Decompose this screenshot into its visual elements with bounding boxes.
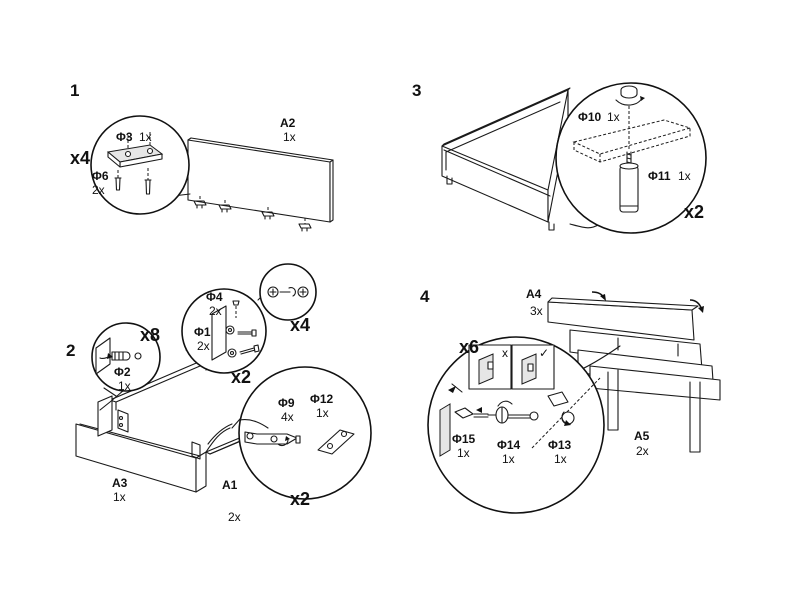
fitting-3-code: Φ3	[116, 130, 133, 144]
fitting-11-qty: 1x	[678, 169, 691, 183]
step-1-detail-callout	[90, 115, 191, 215]
fitting-12-code: Φ12	[310, 392, 334, 406]
fitting-4-code: Φ4	[206, 290, 223, 304]
fitting-14-code: Φ14	[497, 438, 521, 452]
step-2: 2	[66, 263, 372, 524]
step-2-screw-multiplier: x4	[290, 315, 310, 335]
step-4-detail-callout: x ✓	[427, 336, 605, 514]
fitting-11-code: Φ11	[648, 169, 671, 183]
step-2-camlock-callout	[238, 366, 372, 500]
fitting-3-qty: 1x	[139, 130, 152, 144]
fitting-13-qty: 1x	[554, 452, 567, 466]
step-4-number: 4	[420, 287, 430, 306]
step-2-camlock-multiplier: x2	[290, 489, 310, 509]
fitting-1-qty: 2x	[197, 339, 210, 353]
slat-assembly	[547, 291, 721, 453]
fitting-15-code: Φ15	[452, 432, 476, 446]
step-3: 3	[412, 81, 707, 234]
step-4-detail-multiplier: x6	[459, 337, 479, 357]
part-a1-qty: 2x	[228, 510, 241, 524]
fitting-2-qty: 1x	[118, 379, 131, 393]
part-a2-qty: 1x	[283, 130, 296, 144]
step-4: 4 A4 3x A5 2x	[420, 287, 721, 514]
step-3-number: 3	[412, 81, 421, 100]
step-3-multiplier: x2	[684, 202, 704, 222]
part-a5-qty: 2x	[636, 444, 649, 458]
step-1-number: 1	[70, 81, 79, 100]
orientation-check-boxes	[468, 344, 555, 390]
step-2-bolt-callout	[181, 288, 267, 374]
step-2-dowel-callout	[91, 322, 161, 392]
step-2-screw-inset	[259, 263, 317, 321]
wrong-orientation-mark: x	[502, 346, 508, 360]
part-a4-code: A4	[526, 287, 542, 301]
step-2-number: 2	[66, 341, 75, 360]
fitting-2-code: Φ2	[114, 365, 131, 379]
fitting-10-code: Φ10	[578, 110, 602, 124]
step-3-detail-callout	[555, 82, 707, 234]
step-1: 1 A2 1x	[70, 81, 334, 232]
fitting-9-qty: 4x	[281, 410, 294, 424]
part-a2-code: A2	[280, 116, 296, 130]
part-a4-qty: 3x	[530, 304, 543, 318]
fitting-4-qty: 2x	[209, 304, 222, 318]
part-a3-qty: 1x	[113, 490, 126, 504]
fitting-13-code: Φ13	[548, 438, 572, 452]
fitting-6-qty: 2x	[92, 183, 105, 197]
right-orientation-mark: ✓	[539, 346, 549, 360]
part-a3-code: A3	[112, 476, 128, 490]
step-2-bolt-multiplier: x2	[231, 367, 251, 387]
fitting-15-qty: 1x	[457, 446, 470, 460]
part-a1-code: A1	[222, 478, 238, 492]
fitting-9-code: Φ9	[278, 396, 295, 410]
headboard-panel-a2	[187, 137, 334, 223]
fitting-12-qty: 1x	[316, 406, 329, 420]
part-a5-code: A5	[634, 429, 650, 443]
fitting-6-code: Φ6	[92, 169, 109, 183]
fitting-14-qty: 1x	[502, 452, 515, 466]
fitting-10-qty: 1x	[607, 110, 620, 124]
step-1-detail-multiplier: x4	[70, 148, 90, 168]
step-2-dowel-multiplier: x8	[140, 325, 160, 345]
fitting-1-code: Φ1	[194, 325, 211, 339]
bracket-markers	[193, 196, 312, 232]
